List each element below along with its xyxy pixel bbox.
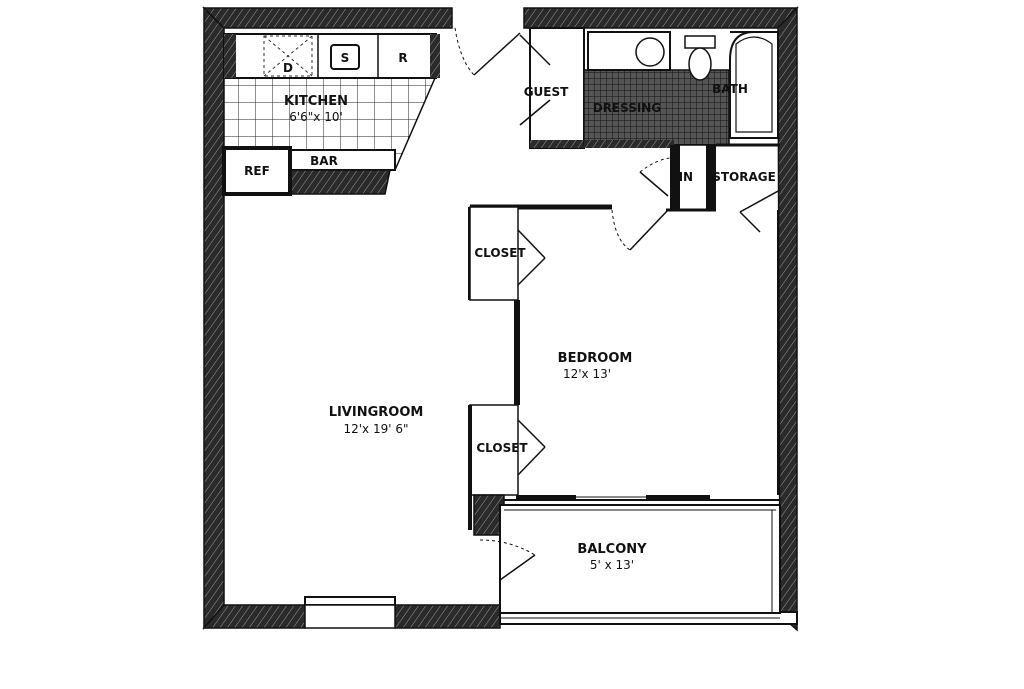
dressing-label: DRESSING xyxy=(593,101,662,115)
bedroom-dims: 12'x 13' xyxy=(563,367,611,381)
closet-upper-label: CLOSET xyxy=(474,246,526,260)
bedroom-label: BEDROOM xyxy=(558,351,633,366)
exterior-walls xyxy=(202,6,799,632)
guest-label: GUEST xyxy=(524,85,569,99)
bar-label: BAR xyxy=(310,154,338,168)
labels: D S R KITCHEN 6'6"x 10' REF BAR GUEST DR… xyxy=(244,51,776,572)
guest-closet xyxy=(519,27,585,149)
closet-lower-label: CLOSET xyxy=(476,441,528,455)
livingroom-label: LIVINGROOM xyxy=(329,405,424,420)
kitchen-dims: 6'6"x 10' xyxy=(289,110,343,124)
range-label: R xyxy=(398,51,407,65)
refrigerator-label: REF xyxy=(244,164,270,178)
balcony-label: BALCONY xyxy=(577,542,647,557)
kitchen-area xyxy=(222,33,440,196)
linen-label: LIN xyxy=(671,170,693,184)
entry-door xyxy=(454,27,521,76)
bedroom-walls xyxy=(468,204,780,536)
lin-storage-doors xyxy=(639,157,781,233)
balcony-area xyxy=(479,504,781,614)
livingroom-dims: 12'x 19' 6" xyxy=(343,422,408,436)
balcony-dims: 5' x 13' xyxy=(590,558,634,572)
sink-label: S xyxy=(341,51,350,65)
storage-label: STORAGE xyxy=(712,170,776,184)
kitchen-label: KITCHEN xyxy=(284,94,348,109)
bath-area xyxy=(583,31,780,210)
bath-label: BATH xyxy=(712,82,748,96)
dishwasher-label: D xyxy=(283,61,293,75)
